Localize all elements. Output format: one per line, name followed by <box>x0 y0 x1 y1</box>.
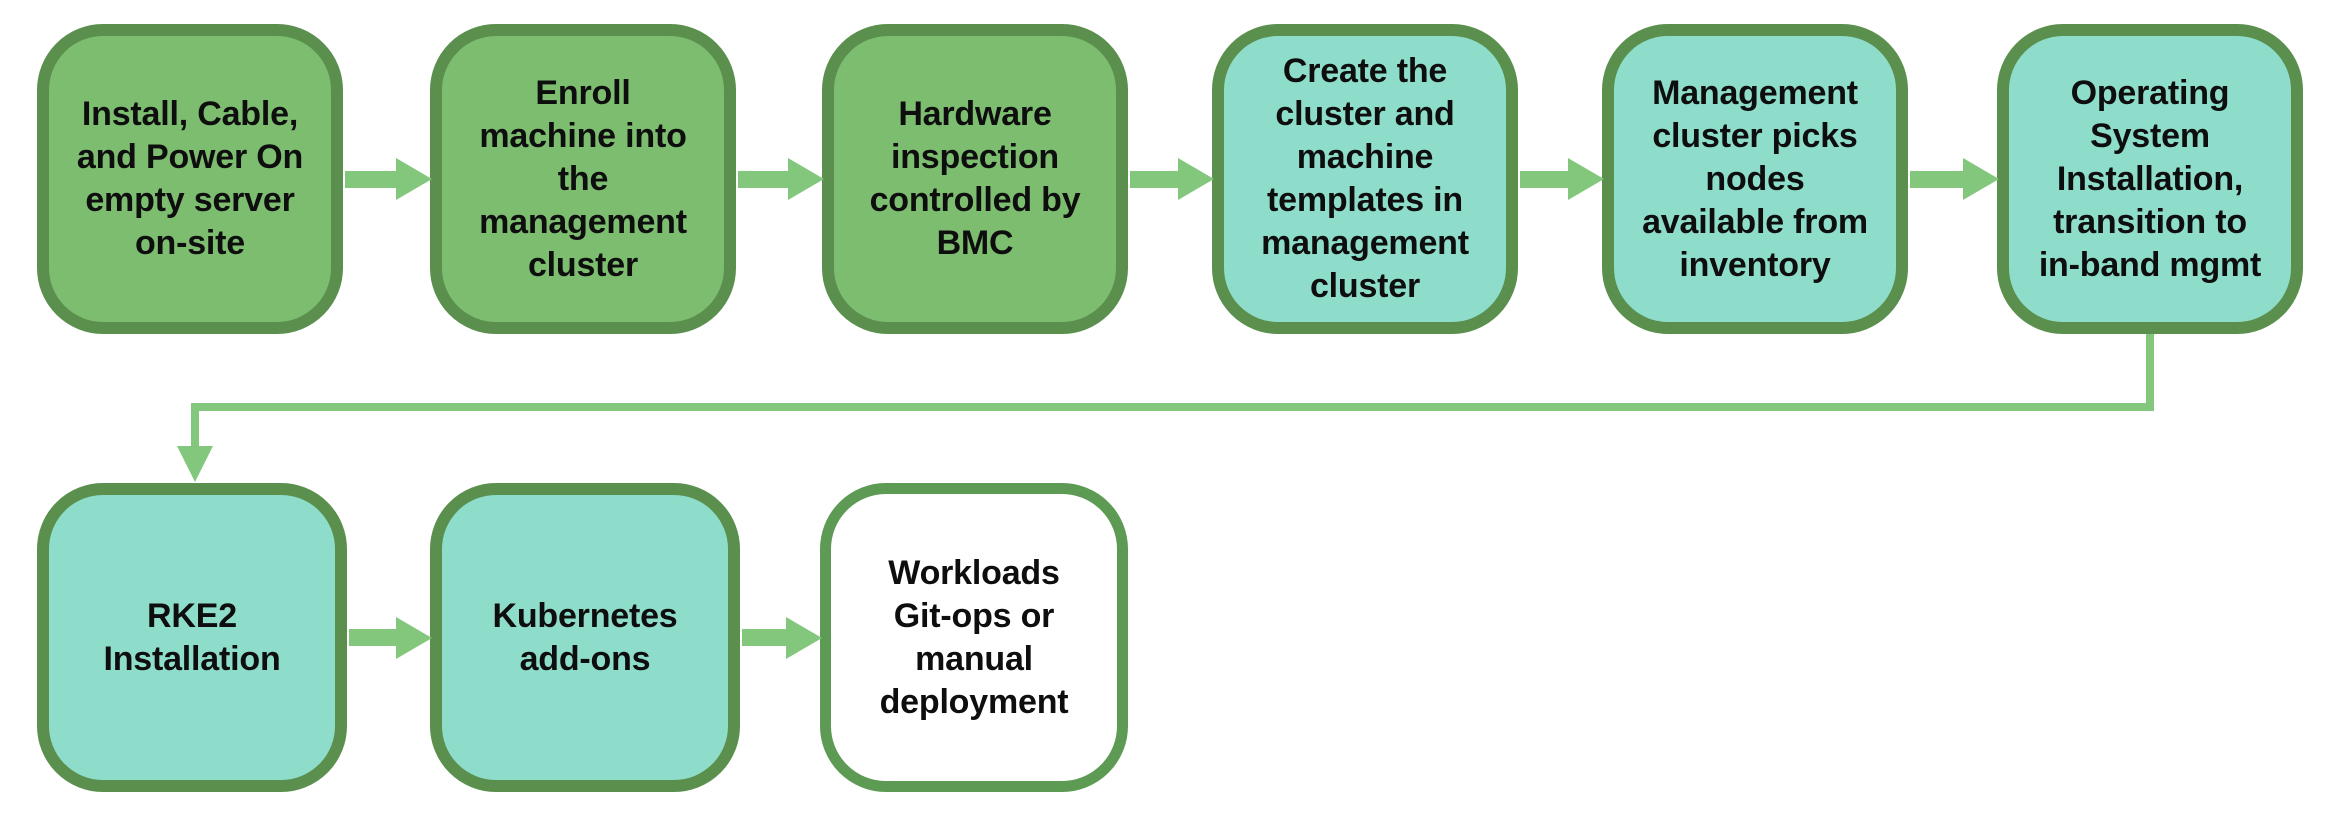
arrow-shaft <box>1910 170 1965 188</box>
flow-node-enroll-machine: Enroll machine into the management clust… <box>430 24 736 334</box>
flow-node-rke2-installation: RKE2 Installation <box>37 483 347 792</box>
connector-line <box>2146 334 2154 411</box>
arrow-shaft <box>742 629 788 646</box>
flow-node-create-templates: Create the cluster and machine templates… <box>1212 24 1518 334</box>
arrow-shaft <box>345 170 398 188</box>
arrow-shaft <box>738 170 790 188</box>
arrow-right-icon <box>1568 158 1604 200</box>
arrow-right-icon <box>1178 158 1214 200</box>
arrow-down-icon <box>177 446 213 482</box>
arrow-right-icon <box>788 158 824 200</box>
arrow-shaft <box>349 629 398 646</box>
arrow-right-icon <box>1963 158 1999 200</box>
arrow-right-icon <box>786 616 822 659</box>
arrow-shaft <box>1130 170 1180 188</box>
flow-node-hardware-inspection: Hardware inspection controlled by BMC <box>822 24 1128 334</box>
flow-node-workloads: Workloads Git-ops or manual deployment <box>820 483 1128 792</box>
flow-node-cluster-picks-nodes: Management cluster picks nodes available… <box>1602 24 1908 334</box>
flow-node-os-installation: Operating System Installation, transitio… <box>1997 24 2303 334</box>
arrow-right-icon <box>396 616 432 659</box>
connector-line <box>191 403 199 446</box>
arrow-shaft <box>1520 170 1570 188</box>
flow-node-install-cable-power: Install, Cable, and Power On empty serve… <box>37 24 343 334</box>
arrow-right-icon <box>396 158 432 200</box>
flow-node-kubernetes-addons: Kubernetes add-ons <box>430 483 740 792</box>
connector-line <box>191 403 2154 411</box>
